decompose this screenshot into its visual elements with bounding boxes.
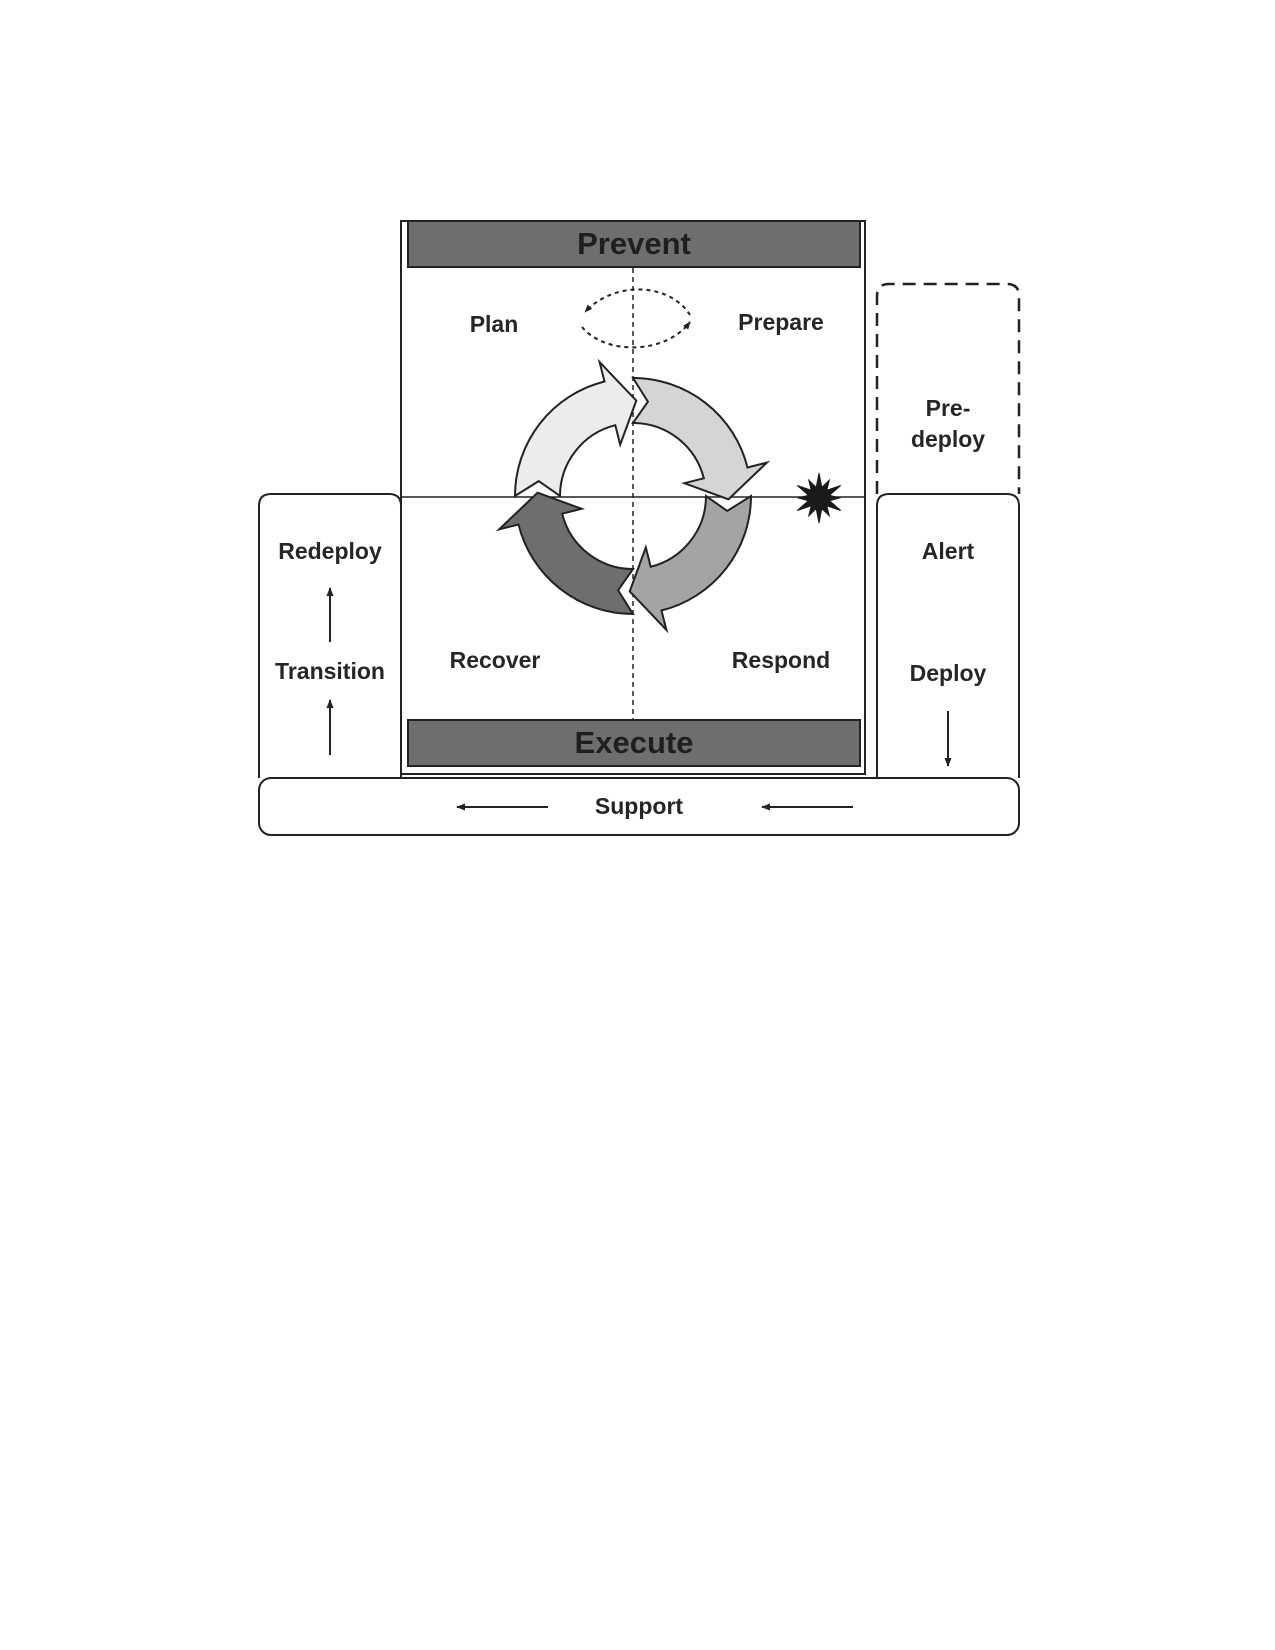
plan-label: Plan (470, 311, 519, 337)
predeploy-label-line2: deploy (911, 426, 985, 452)
predeploy-dashed-box (875, 282, 1021, 494)
predeploy-label-line1: Pre- (926, 395, 971, 421)
transition-label: Transition (275, 658, 385, 684)
execute-banner (407, 719, 861, 767)
starburst-icon (796, 472, 842, 524)
left-column-box (258, 493, 402, 778)
recover-label: Recover (450, 647, 541, 673)
prepare-label: Prepare (738, 309, 824, 335)
deploy-label: Deploy (910, 660, 987, 686)
plan-cycle-arrow (513, 358, 638, 498)
plan-prepare-loop-arrow (584, 288, 691, 316)
cycle-ring (495, 358, 771, 634)
recover-cycle-arrow (495, 491, 635, 616)
respond-label: Respond (732, 647, 830, 673)
execute-label: Execute (575, 725, 694, 760)
prevent-label: Prevent (577, 226, 691, 261)
redeploy-label: Redeploy (278, 538, 382, 564)
alert-label: Alert (922, 538, 975, 564)
respond-cycle-arrow (628, 494, 753, 634)
support-label: Support (595, 793, 683, 819)
right-column-box (876, 493, 1020, 778)
prepare-cycle-arrow (631, 376, 771, 501)
prepare-plan-loop-arrow (581, 321, 691, 349)
support-bar (258, 777, 1020, 836)
prevent-banner (407, 220, 861, 268)
